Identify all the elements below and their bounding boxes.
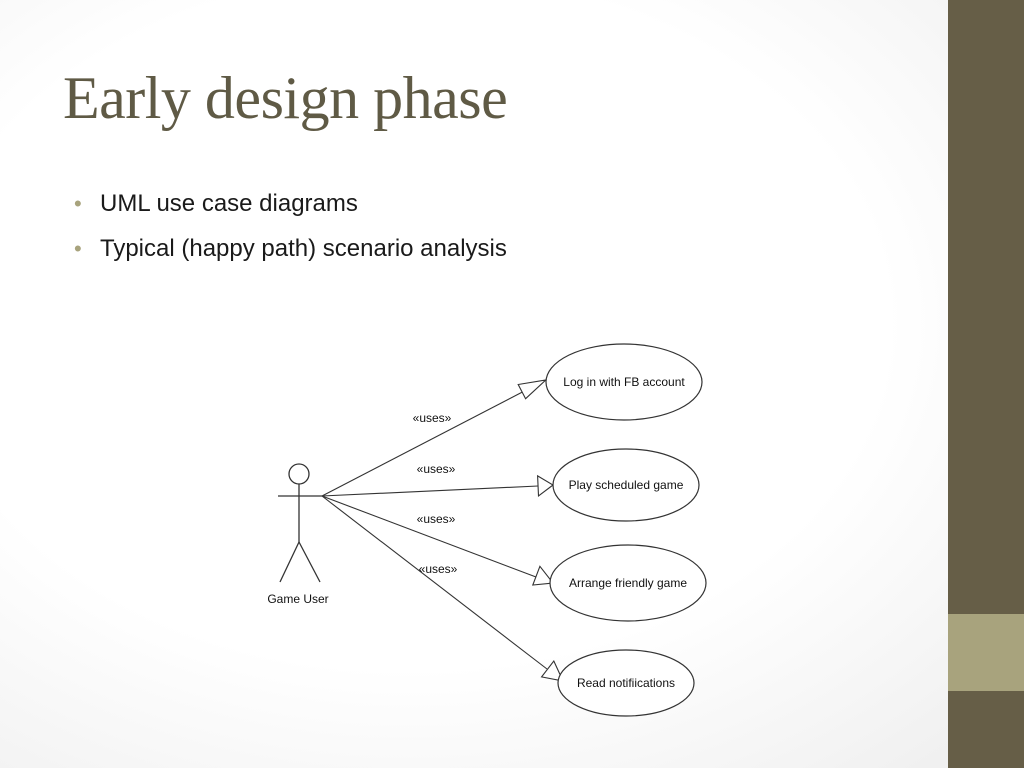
arrowhead-icon [537, 474, 554, 497]
association-line [321, 495, 548, 670]
use-case-diagram: Game User «uses» «uses» «uses» «uses» Lo… [267, 343, 707, 717]
arrowhead-icon [531, 565, 555, 586]
association-play [321, 474, 554, 497]
arrowhead-icon [517, 379, 548, 400]
association-line [321, 495, 537, 578]
use-case-ellipse [552, 448, 700, 522]
uses-label: «uses» [417, 512, 456, 526]
uses-label: «uses» [413, 411, 452, 425]
use-case-ellipse [557, 649, 695, 717]
use-case-ellipse [545, 343, 703, 421]
actor-figure [278, 463, 322, 583]
association-log-in [321, 379, 548, 497]
bullet-dot-icon: • [74, 191, 82, 216]
use-case-ellipse [549, 544, 707, 622]
bullet-list: • UML use case diagrams • Typical (happy… [74, 184, 507, 274]
use-case-label: Log in with FB account [563, 375, 685, 389]
use-case-label: Read notifiications [577, 676, 675, 690]
association-read [321, 495, 564, 682]
actor-head [288, 463, 310, 485]
association-line [321, 485, 539, 497]
bullet-text: Typical (happy path) scenario analysis [100, 235, 507, 262]
use-case-label: Play scheduled game [569, 478, 684, 492]
bullet-item: • Typical (happy path) scenario analysis [74, 229, 507, 274]
uses-label: «uses» [419, 562, 458, 576]
actor-left-leg [279, 541, 300, 583]
bullet-text: UML use case diagrams [100, 190, 358, 217]
bullet-dot-icon: • [74, 236, 82, 261]
association-line [321, 385, 535, 497]
association-arrange [321, 495, 555, 586]
use-case-label: Arrange friendly game [569, 576, 687, 590]
side-bar-accent [948, 614, 1024, 691]
slide-title: Early design phase [63, 65, 508, 131]
actor-label: Game User [267, 592, 328, 606]
uses-label: «uses» [417, 462, 456, 476]
bullet-item: • UML use case diagrams [74, 184, 507, 229]
arrowhead-icon [540, 659, 564, 682]
actor-right-leg [298, 541, 321, 583]
